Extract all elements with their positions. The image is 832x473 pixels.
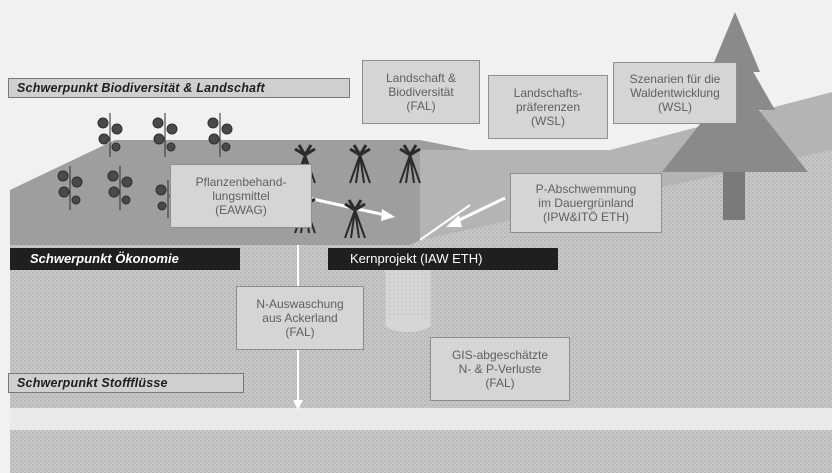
drain-column <box>385 262 431 324</box>
box-landscape-biodiversity: Landschaft & Biodiversität (FAL) <box>362 60 480 124</box>
core-project-label: Kernprojekt (IAW ETH) <box>328 248 558 270</box>
focus-biodiversity-label: Schwerpunkt Biodiversität & Landschaft <box>8 78 350 98</box>
box-forest-scenarios: Szenarien für die Waldentwicklung (WSL) <box>613 62 737 124</box>
box-n-leaching: N-Auswaschung aus Ackerland (FAL) <box>236 286 364 350</box>
pesticide-arrowhead <box>381 209 395 221</box>
box-landscape-preferences: Landschafts- präferenzen (WSL) <box>488 75 608 139</box>
groundwater-layer <box>10 408 832 430</box>
crop-plants-icon <box>57 113 233 218</box>
box-gis-losses: GIS-abgeschätzte N- & P-Verluste (FAL) <box>430 337 570 401</box>
slope-connector <box>419 204 471 241</box>
box-pesticides: Pflanzenbehand- lungsmittel (EAWAG) <box>170 164 312 228</box>
focus-fluxes-label: Schwerpunkt Stoffflüsse <box>8 373 244 393</box>
p-runoff-arrowhead <box>446 215 462 227</box>
box-p-runoff: P-Abschwemmung im Dauergrünland (IPW&ITÖ… <box>510 173 662 233</box>
drain-column-bottom <box>385 316 431 332</box>
p-runoff-arrow <box>454 196 506 224</box>
n-leaching-arrowhead <box>293 400 303 410</box>
focus-economics-label: Schwerpunkt Ökonomie <box>10 248 240 270</box>
